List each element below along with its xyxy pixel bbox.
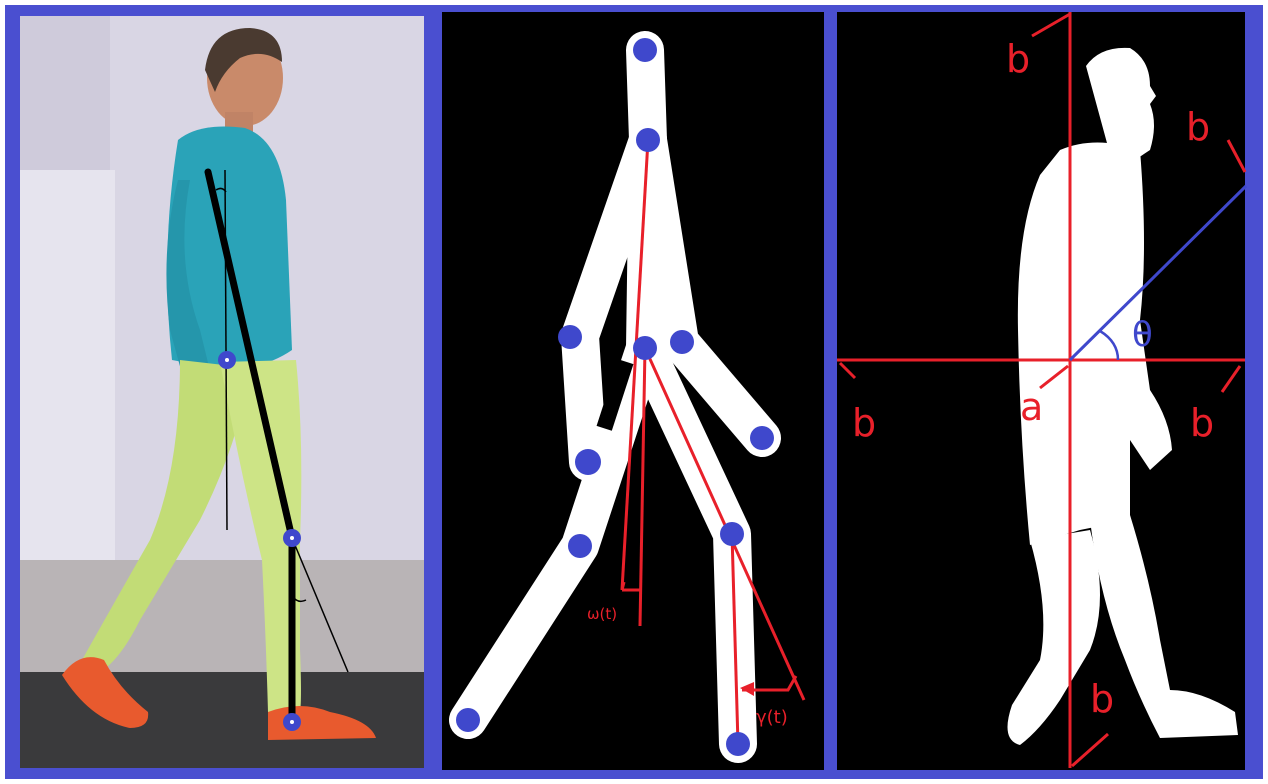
label-b-left: b xyxy=(852,401,876,445)
joint-pelvis xyxy=(633,336,657,360)
photo-ankle-joint-dot xyxy=(290,720,294,724)
skeleton-panel: ω(t) γ(t) xyxy=(442,12,824,770)
label-b-bottom: b xyxy=(1090,677,1114,721)
photo-curtain xyxy=(20,170,115,570)
label-b-right: b xyxy=(1190,401,1214,445)
label-a: a xyxy=(1020,385,1043,429)
joint-left-shoulder-elbow xyxy=(558,325,582,349)
omega-label: ω(t) xyxy=(587,605,617,623)
joint-left-hand xyxy=(575,449,601,475)
label-b-top: b xyxy=(1006,37,1030,81)
joint-right-elbow xyxy=(670,330,694,354)
joint-left-foot xyxy=(456,708,480,732)
label-b-upper-right: b xyxy=(1186,105,1210,149)
joint-right-hand xyxy=(750,426,774,450)
joint-head xyxy=(633,38,657,62)
gamma-label: γ(t) xyxy=(756,707,788,728)
joint-left-knee xyxy=(568,534,592,558)
photo-hip-joint-dot xyxy=(225,358,229,362)
joint-right-foot xyxy=(726,732,750,756)
photo-knee-joint-dot xyxy=(290,536,294,540)
silhouette-panel: b b b a b b θ xyxy=(837,12,1246,770)
joint-neck xyxy=(636,128,660,152)
photo-panel xyxy=(20,16,424,768)
joint-right-knee xyxy=(720,522,744,546)
theta-label: θ xyxy=(1132,315,1153,355)
